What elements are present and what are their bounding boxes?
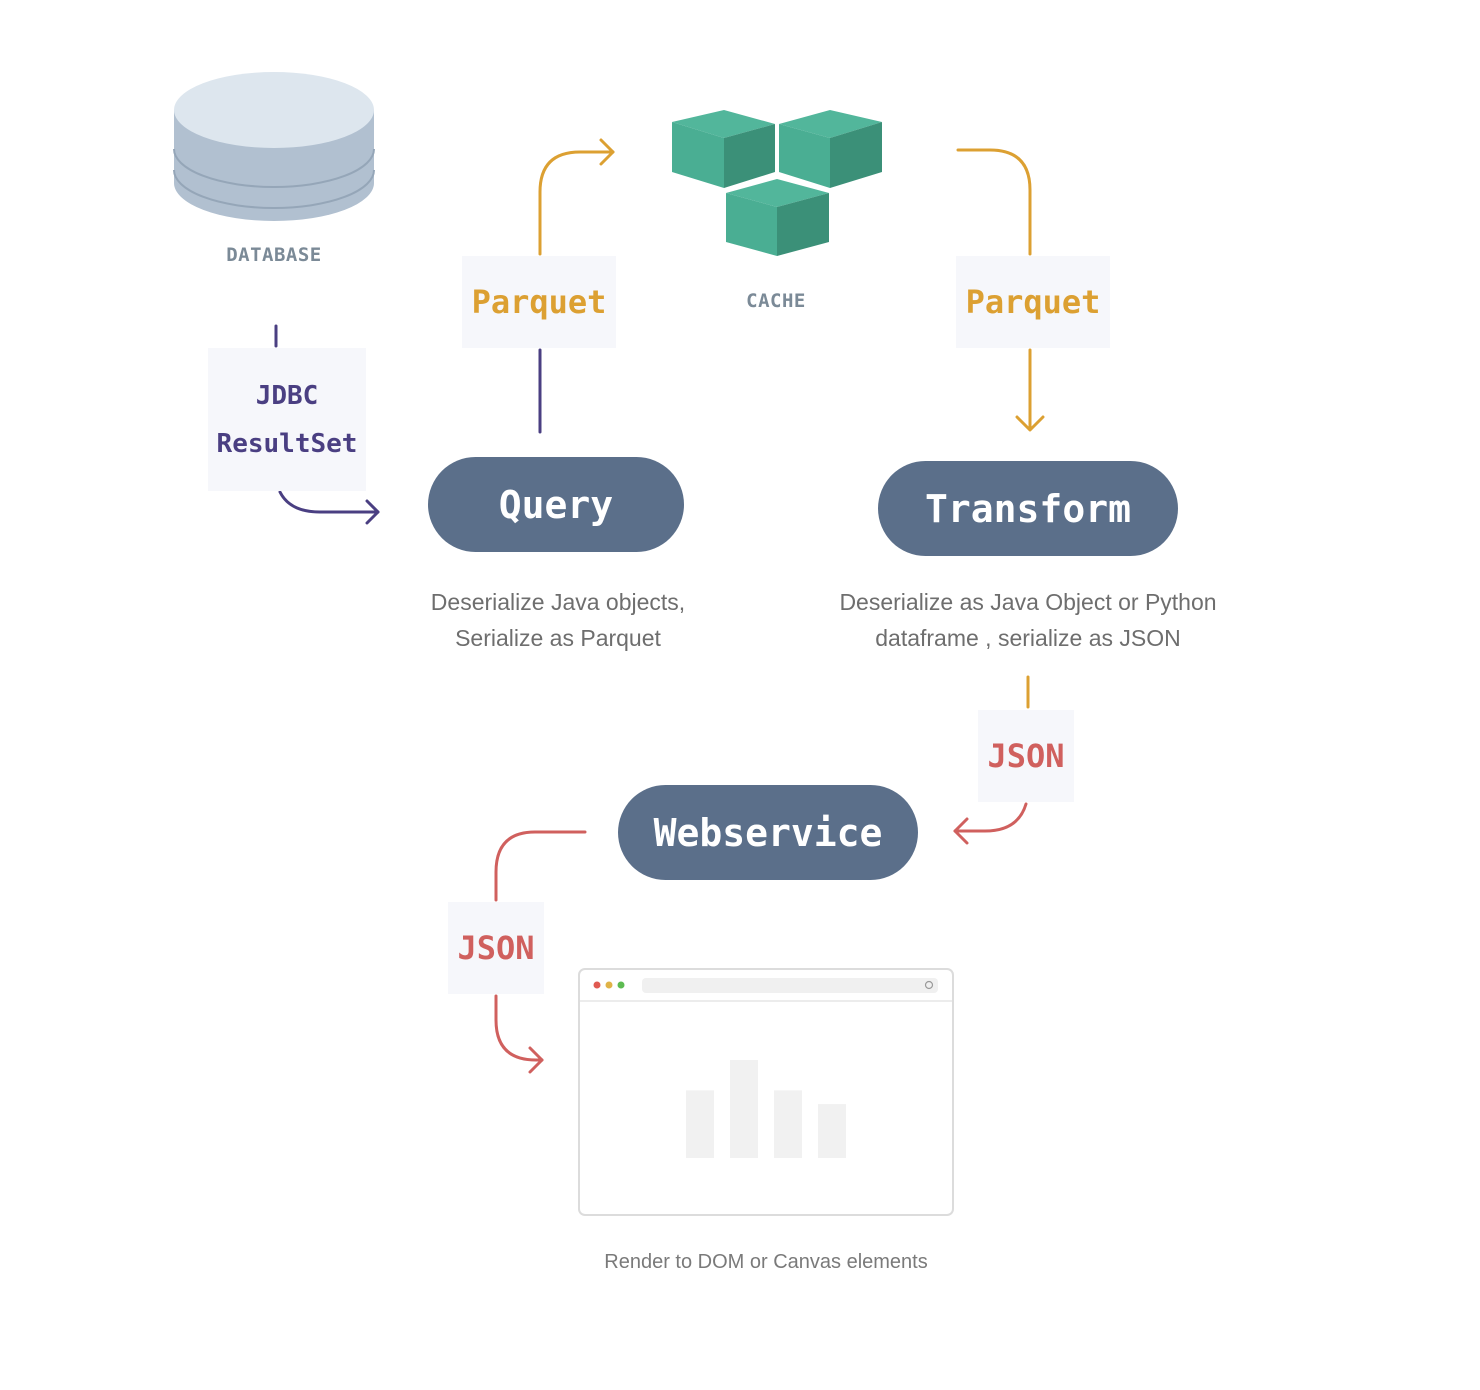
parquet-tag-left: Parquet bbox=[462, 256, 616, 348]
parquet-tag-right: Parquet bbox=[956, 256, 1110, 348]
query-caption: Deserialize Java objects, Serialize as P… bbox=[368, 584, 748, 656]
database-icon bbox=[173, 72, 375, 221]
browser-window bbox=[578, 968, 954, 1216]
cache-to-transform-connector bbox=[956, 148, 1045, 432]
query-to-cache-connector bbox=[538, 138, 615, 434]
json-tag-left: JSON bbox=[448, 902, 544, 994]
jdbc-connector bbox=[274, 324, 380, 525]
browser-bar bbox=[774, 1090, 802, 1158]
jdbc-resultset-tag: JDBC ResultSet bbox=[208, 348, 366, 491]
webservice-to-browser-connector bbox=[494, 830, 587, 1074]
maximize-dot-icon bbox=[617, 981, 625, 989]
jdbc-tag-line-2: ResultSet bbox=[216, 428, 358, 459]
address-bar bbox=[642, 978, 938, 993]
cubes-icon bbox=[672, 110, 882, 256]
database-label: DATABASE bbox=[226, 244, 322, 266]
browser-bar bbox=[686, 1090, 714, 1158]
query-node: Query bbox=[428, 457, 684, 552]
minimize-dot-icon bbox=[605, 981, 613, 989]
transform-node: Transform bbox=[878, 461, 1178, 556]
json-tag-right: JSON bbox=[978, 710, 1074, 802]
reload-icon bbox=[924, 980, 934, 990]
transform-caption-line-2: dataframe , serialize as JSON bbox=[875, 625, 1181, 651]
transform-caption: Deserialize as Java Object or Python dat… bbox=[788, 584, 1268, 656]
browser-bar-chart bbox=[686, 1060, 846, 1158]
browser-bar bbox=[730, 1060, 758, 1158]
query-caption-line-2: Serialize as Parquet bbox=[455, 625, 661, 651]
jdbc-tag-line-1: JDBC bbox=[255, 380, 319, 411]
cache-label: CACHE bbox=[746, 290, 806, 312]
close-dot-icon bbox=[593, 981, 601, 989]
webservice-node: Webservice bbox=[618, 785, 918, 880]
browser-bar bbox=[818, 1104, 846, 1158]
transform-to-webservice-connector bbox=[953, 675, 1030, 845]
transform-caption-line-1: Deserialize as Java Object or Python bbox=[839, 589, 1217, 615]
query-caption-line-1: Deserialize Java objects, bbox=[430, 589, 686, 615]
browser-caption: Render to DOM or Canvas elements bbox=[604, 1251, 928, 1273]
